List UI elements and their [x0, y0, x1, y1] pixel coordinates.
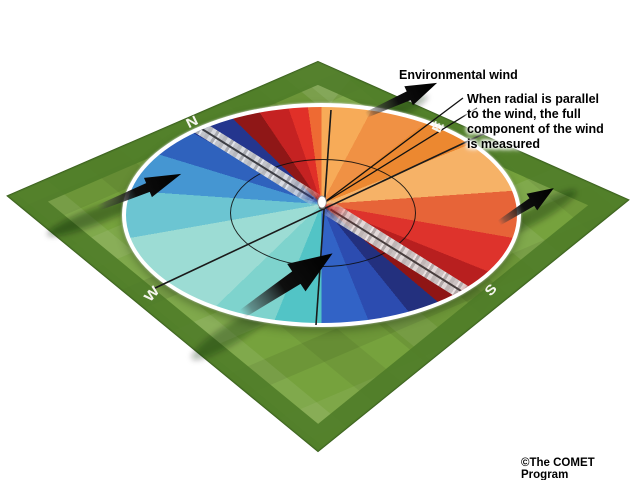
radar-dome — [317, 195, 327, 210]
radial-grid-lines — [152, 109, 499, 326]
wind-arrow-center — [232, 239, 342, 328]
compass-label-south: S — [482, 282, 500, 300]
east-radial-wedge-lines — [321, 97, 478, 205]
environmental-wind-label: Environmental wind — [399, 68, 518, 82]
compass-label-east: E — [430, 119, 448, 135]
radial-parallel-note: When radial is parallel to the wind, the… — [467, 92, 617, 152]
copyright-notice: ©The COMET Program — [521, 457, 595, 480]
wind-arrow-right — [493, 179, 560, 232]
wind-arrow-left — [94, 164, 186, 218]
note-line: When radial is parallel — [467, 92, 599, 106]
note-line: component of the wind — [467, 122, 604, 136]
note-line: is measured — [467, 137, 540, 151]
radar-velocity-display — [122, 103, 521, 327]
compass-label-north: N — [184, 114, 201, 132]
compass-label-west: W — [142, 284, 163, 305]
note-line: to the wind, the full — [467, 107, 581, 121]
